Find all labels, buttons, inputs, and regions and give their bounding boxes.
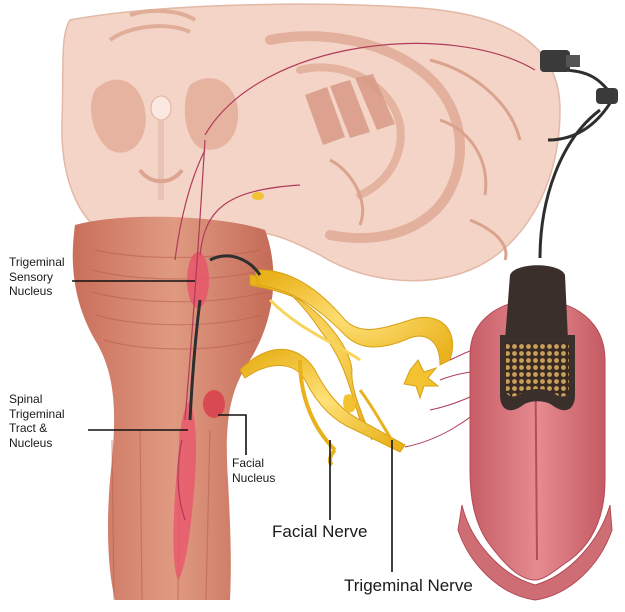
brainstem xyxy=(73,217,274,600)
trigeminal-sensory-nucleus-label: Trigeminal Sensory Nucleus xyxy=(9,255,65,299)
trigeminal-sensory-nucleus xyxy=(187,252,209,308)
label-line: Spinal xyxy=(9,392,65,407)
electrode-array-icon xyxy=(500,265,575,410)
label-line: Trigeminal xyxy=(9,255,65,270)
spinal-trigeminal-label: Spinal Trigeminal Tract & Nucleus xyxy=(9,392,65,451)
label-line: Nucleus xyxy=(232,471,275,486)
label-line: Nucleus xyxy=(9,284,65,299)
facial-nucleus-label: Facial Nucleus xyxy=(232,456,275,485)
label-line: Facial xyxy=(232,456,275,471)
label-line: Sensory xyxy=(9,270,65,285)
label-line: Trigeminal xyxy=(9,407,65,422)
label-line: Tract & xyxy=(9,421,65,436)
facial-nerve-label: Facial Nerve xyxy=(272,522,367,543)
label-line: Nucleus xyxy=(9,436,65,451)
trigeminal-nerve-label: Trigeminal Nerve xyxy=(344,576,473,597)
facial-nucleus xyxy=(203,390,225,418)
